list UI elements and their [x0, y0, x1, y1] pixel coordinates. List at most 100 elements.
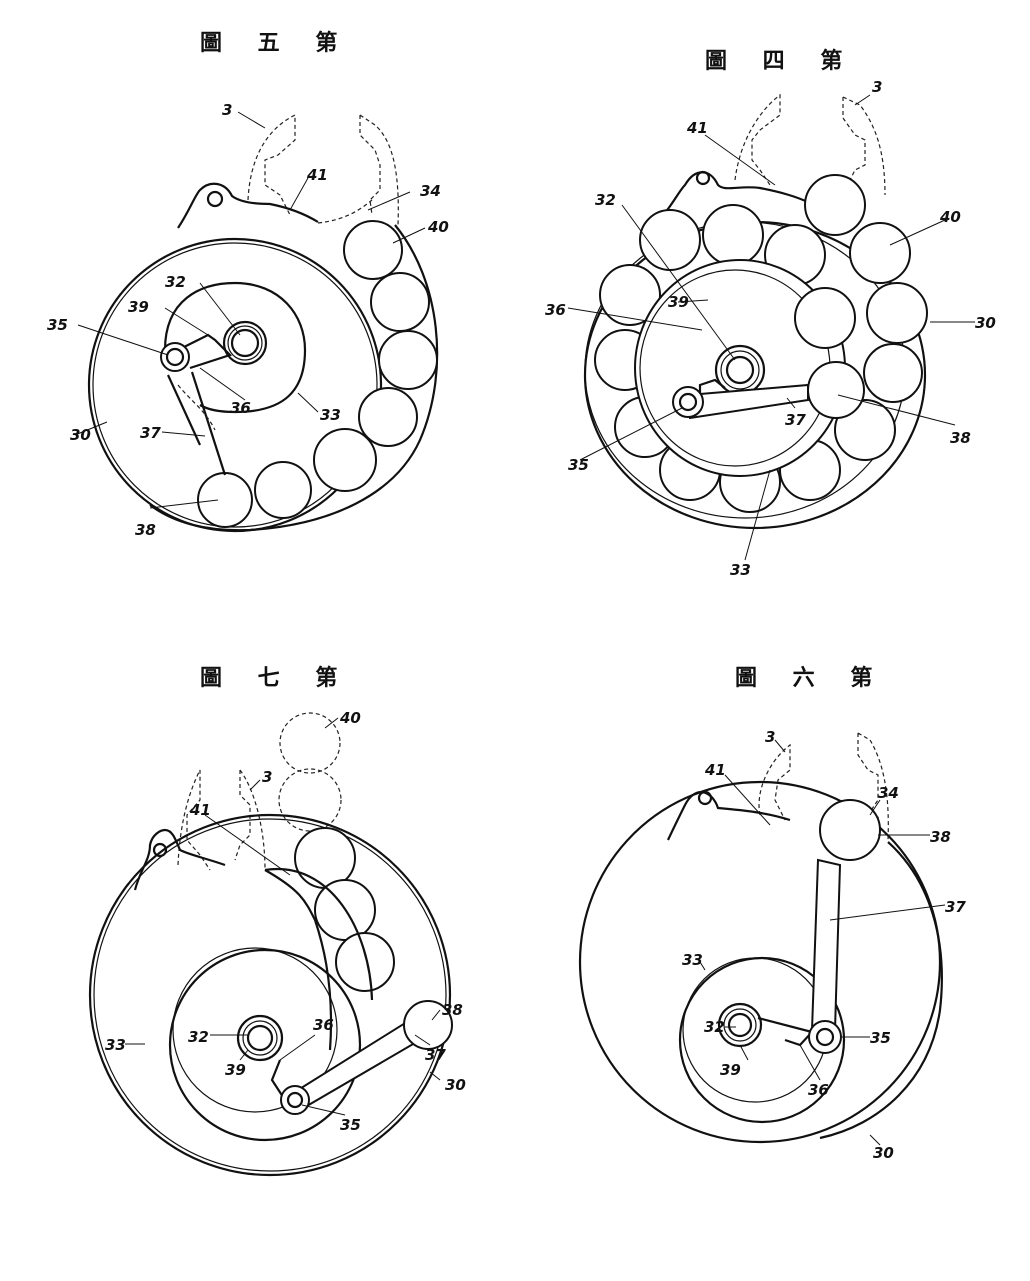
- ref-label: 41: [189, 801, 211, 819]
- shaft-32: [246, 1024, 274, 1052]
- cam-33: [163, 281, 307, 414]
- shaft-32: [727, 1012, 753, 1038]
- leader-line: [739, 1044, 749, 1061]
- leader-line: [786, 397, 796, 409]
- leader-line: [704, 134, 776, 186]
- figure-4-title: 圖 四 第: [705, 48, 856, 74]
- ref-label: 30: [445, 1076, 466, 1094]
- leader-line: [699, 961, 706, 971]
- leader-line: [199, 282, 241, 336]
- leader-line: [677, 299, 709, 303]
- gripper-outline: [359, 114, 399, 226]
- ref-label: 38: [930, 828, 951, 846]
- leader-line: [161, 431, 206, 437]
- leader-line: [297, 392, 319, 413]
- pin-35-boss: [808, 1020, 842, 1054]
- ref-label: 33: [320, 406, 341, 424]
- ball: [599, 264, 661, 326]
- figure-6: 圖 六 第 3 41 34 38 37 33 32 35: [578, 665, 966, 1162]
- arm-37: [166, 371, 227, 476]
- ref-label: 3: [222, 101, 232, 119]
- ref-label: 32: [165, 273, 186, 291]
- ball: [294, 827, 356, 889]
- lever-36: [270, 1059, 286, 1101]
- ref-label: 33: [105, 1036, 126, 1054]
- gripper-outline: [758, 743, 791, 821]
- lever-36: [177, 333, 233, 370]
- ball: [378, 330, 438, 390]
- figure-5-title: 圖 五 第: [200, 30, 351, 56]
- ref-label: 32: [188, 1028, 209, 1046]
- ball: [639, 209, 701, 271]
- leader-line: [204, 814, 291, 876]
- ref-label: 36: [230, 399, 251, 417]
- ref-label: 39: [225, 1061, 246, 1079]
- ball: [313, 428, 377, 492]
- mounting-hole: [695, 170, 711, 186]
- leader-line: [414, 1034, 431, 1046]
- leader-line: [799, 1044, 821, 1081]
- pin-35-boss: [672, 386, 704, 418]
- hub-39: [222, 320, 268, 366]
- ref-label: 3: [872, 78, 882, 96]
- hidden-line: [177, 384, 216, 431]
- ref-label: 33: [682, 951, 703, 969]
- mounting-hole: [206, 190, 224, 208]
- ref-label: 37: [785, 411, 806, 429]
- ref-label: 35: [568, 456, 589, 474]
- ref-label: 38: [135, 521, 156, 539]
- ball: [343, 220, 403, 280]
- cam-inner-line: [172, 947, 338, 1113]
- pin-35-boss: [280, 1085, 310, 1115]
- leader-line: [869, 799, 881, 816]
- ball-38: [403, 1000, 453, 1050]
- ref-label: 37: [140, 424, 161, 442]
- cam-33: [168, 948, 362, 1142]
- ball: [254, 461, 312, 519]
- leader-line: [567, 307, 703, 331]
- ref-label: 33: [730, 561, 751, 579]
- dashed-path: [317, 199, 373, 224]
- ball-38: [819, 799, 881, 861]
- ball: [866, 282, 928, 344]
- ref-label: 37: [945, 898, 966, 916]
- leader-line: [774, 739, 786, 753]
- ref-label: 35: [870, 1029, 891, 1047]
- ref-label: 34: [420, 182, 441, 200]
- balls: [197, 220, 438, 528]
- leader-line: [367, 191, 411, 211]
- arm-37: [810, 858, 842, 1031]
- leader-line: [392, 227, 426, 244]
- leader-line: [149, 499, 219, 509]
- ref-label: 30: [873, 1144, 894, 1162]
- figure-7-title: 圖 七 第: [200, 665, 351, 691]
- ref-label: 38: [442, 1001, 463, 1019]
- gripper-outline: [842, 96, 886, 196]
- shaft-32: [725, 355, 755, 385]
- ref-label: 32: [595, 191, 616, 209]
- ball: [794, 287, 856, 349]
- leader-line: [829, 904, 946, 921]
- ref-label: 36: [545, 301, 566, 319]
- mounting-ear: [664, 171, 811, 214]
- casing-30: [88, 813, 452, 1177]
- shaft-32: [230, 328, 260, 358]
- ball-38: [807, 361, 865, 419]
- ball-38: [197, 472, 253, 528]
- ref-label: 40: [427, 218, 449, 236]
- mounting-hole: [152, 842, 168, 858]
- ball: [702, 204, 764, 266]
- ref-label: 30: [975, 314, 996, 332]
- hub-ring: [227, 325, 263, 361]
- hub-39: [717, 1002, 763, 1048]
- leader-line: [324, 717, 339, 729]
- leader-line: [744, 469, 771, 561]
- ref-label: 37: [425, 1046, 446, 1064]
- ref-label: 40: [339, 709, 361, 727]
- ref-label: 34: [878, 784, 899, 802]
- ref-label: 36: [808, 1081, 829, 1099]
- pin-35-boss: [160, 342, 190, 372]
- ref-label: 40: [939, 208, 961, 226]
- ref-label: 41: [704, 761, 726, 779]
